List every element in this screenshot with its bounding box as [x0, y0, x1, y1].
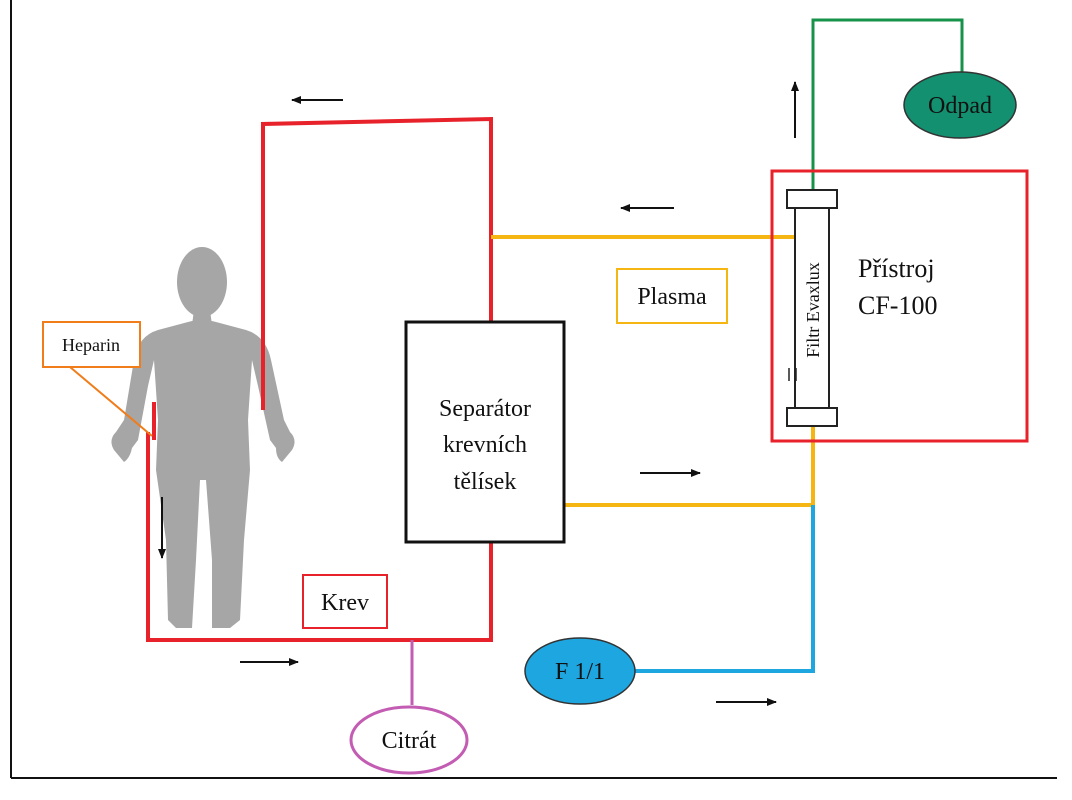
filter-evaxlux — [786, 189, 838, 427]
separator-label-line3: tělísek — [454, 469, 517, 495]
flow-arrows — [158, 81, 799, 706]
separator-label-line1: Separátor — [439, 396, 531, 422]
citrate-ellipse — [349, 705, 469, 775]
citrate-label: Citrát — [382, 728, 437, 754]
f11-label: F 1/1 — [555, 659, 605, 685]
substitution-ellipse-f11 — [524, 637, 636, 705]
plasma-label-box — [616, 268, 728, 324]
device-label-line2: CF-100 — [858, 291, 937, 320]
separator-label-line2: krevních — [443, 432, 527, 458]
human-body-icon — [111, 247, 295, 628]
krev-label-box — [302, 574, 388, 629]
waste-line — [811, 18, 964, 190]
heparin-label: Heparin — [62, 335, 120, 355]
substitution-line — [634, 505, 815, 673]
separator-box — [404, 320, 566, 544]
plasma-label: Plasma — [637, 284, 707, 310]
filter-label: Filtr Evaxlux — [803, 262, 823, 358]
odpad-label: Odpad — [928, 93, 992, 119]
waste-ellipse-odpad — [903, 71, 1017, 139]
heparin-box — [42, 321, 141, 368]
krev-label: Krev — [321, 590, 369, 616]
device-label-line1: Přístroj — [858, 254, 935, 283]
heparin-connector — [69, 366, 153, 437]
device-box — [770, 169, 1029, 443]
